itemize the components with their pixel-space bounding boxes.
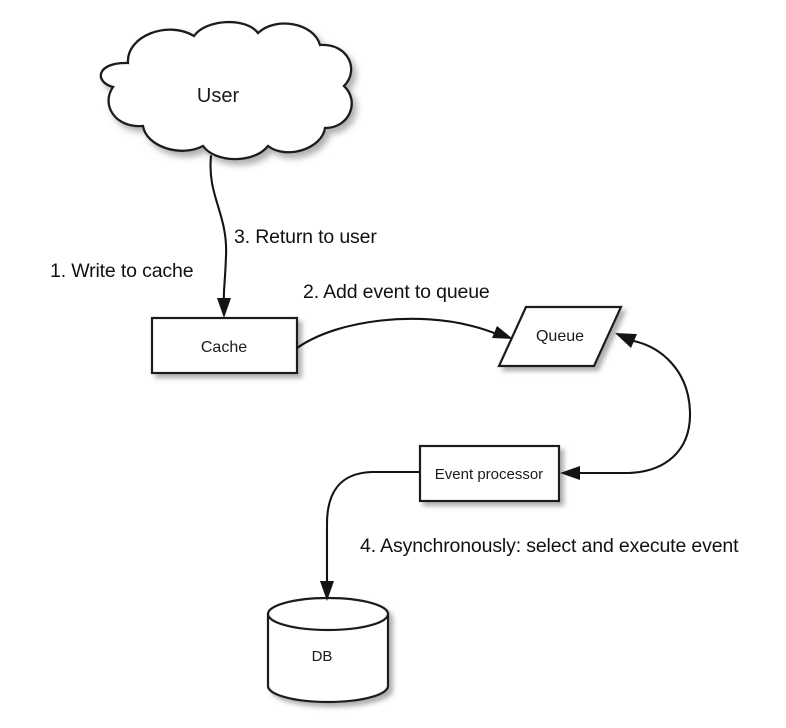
step-label-2: 2. Add event to queue: [303, 281, 490, 303]
step-label-4: 4. Asynchronously: select and execute ev…: [360, 535, 739, 557]
queue-shape: [497, 305, 623, 368]
node-cache-label: Cache: [201, 339, 247, 356]
cloud-shape: [99, 20, 353, 161]
edge-queue-event-processor-line: [576, 338, 692, 475]
edge-event-processor-to-db-arrowhead: [320, 581, 334, 601]
edge-user-to-cache-line: [209, 154, 228, 308]
edge-cache-to-queue-arrowhead: [492, 326, 513, 339]
node-queue-label: Queue: [536, 328, 584, 345]
edge-queue-event-processor[interactable]: [560, 333, 692, 480]
edge-event-processor-to-db[interactable]: [320, 470, 422, 601]
cache-shape: [150, 316, 299, 375]
db-top-ellipse: [266, 596, 390, 632]
edge-user-to-cache-arrowhead: [217, 298, 231, 318]
edge-cache-to-queue-line: [295, 317, 501, 350]
edge-user-to-cache[interactable]: [209, 154, 231, 318]
edge-to-event-processor-arrowhead: [560, 466, 580, 480]
edge-to-queue-arrowhead: [615, 333, 637, 348]
node-event-processor[interactable]: Event processor: [418, 444, 561, 503]
event-processor-shape: [418, 444, 561, 503]
step-label-1: 1. Write to cache: [50, 260, 193, 282]
edge-cache-to-queue[interactable]: [295, 317, 513, 350]
edge-event-processor-to-db-line: [325, 470, 422, 590]
node-db-label: DB: [312, 648, 333, 665]
node-user-label: User: [197, 85, 240, 107]
node-user[interactable]: User: [99, 20, 353, 161]
step-label-3: 3. Return to user: [234, 226, 377, 248]
db-body-shape: [266, 612, 390, 704]
node-queue[interactable]: Queue: [497, 305, 623, 368]
node-event-processor-label: Event processor: [435, 466, 543, 483]
node-cache[interactable]: Cache: [150, 316, 299, 375]
node-db[interactable]: DB: [266, 596, 390, 704]
